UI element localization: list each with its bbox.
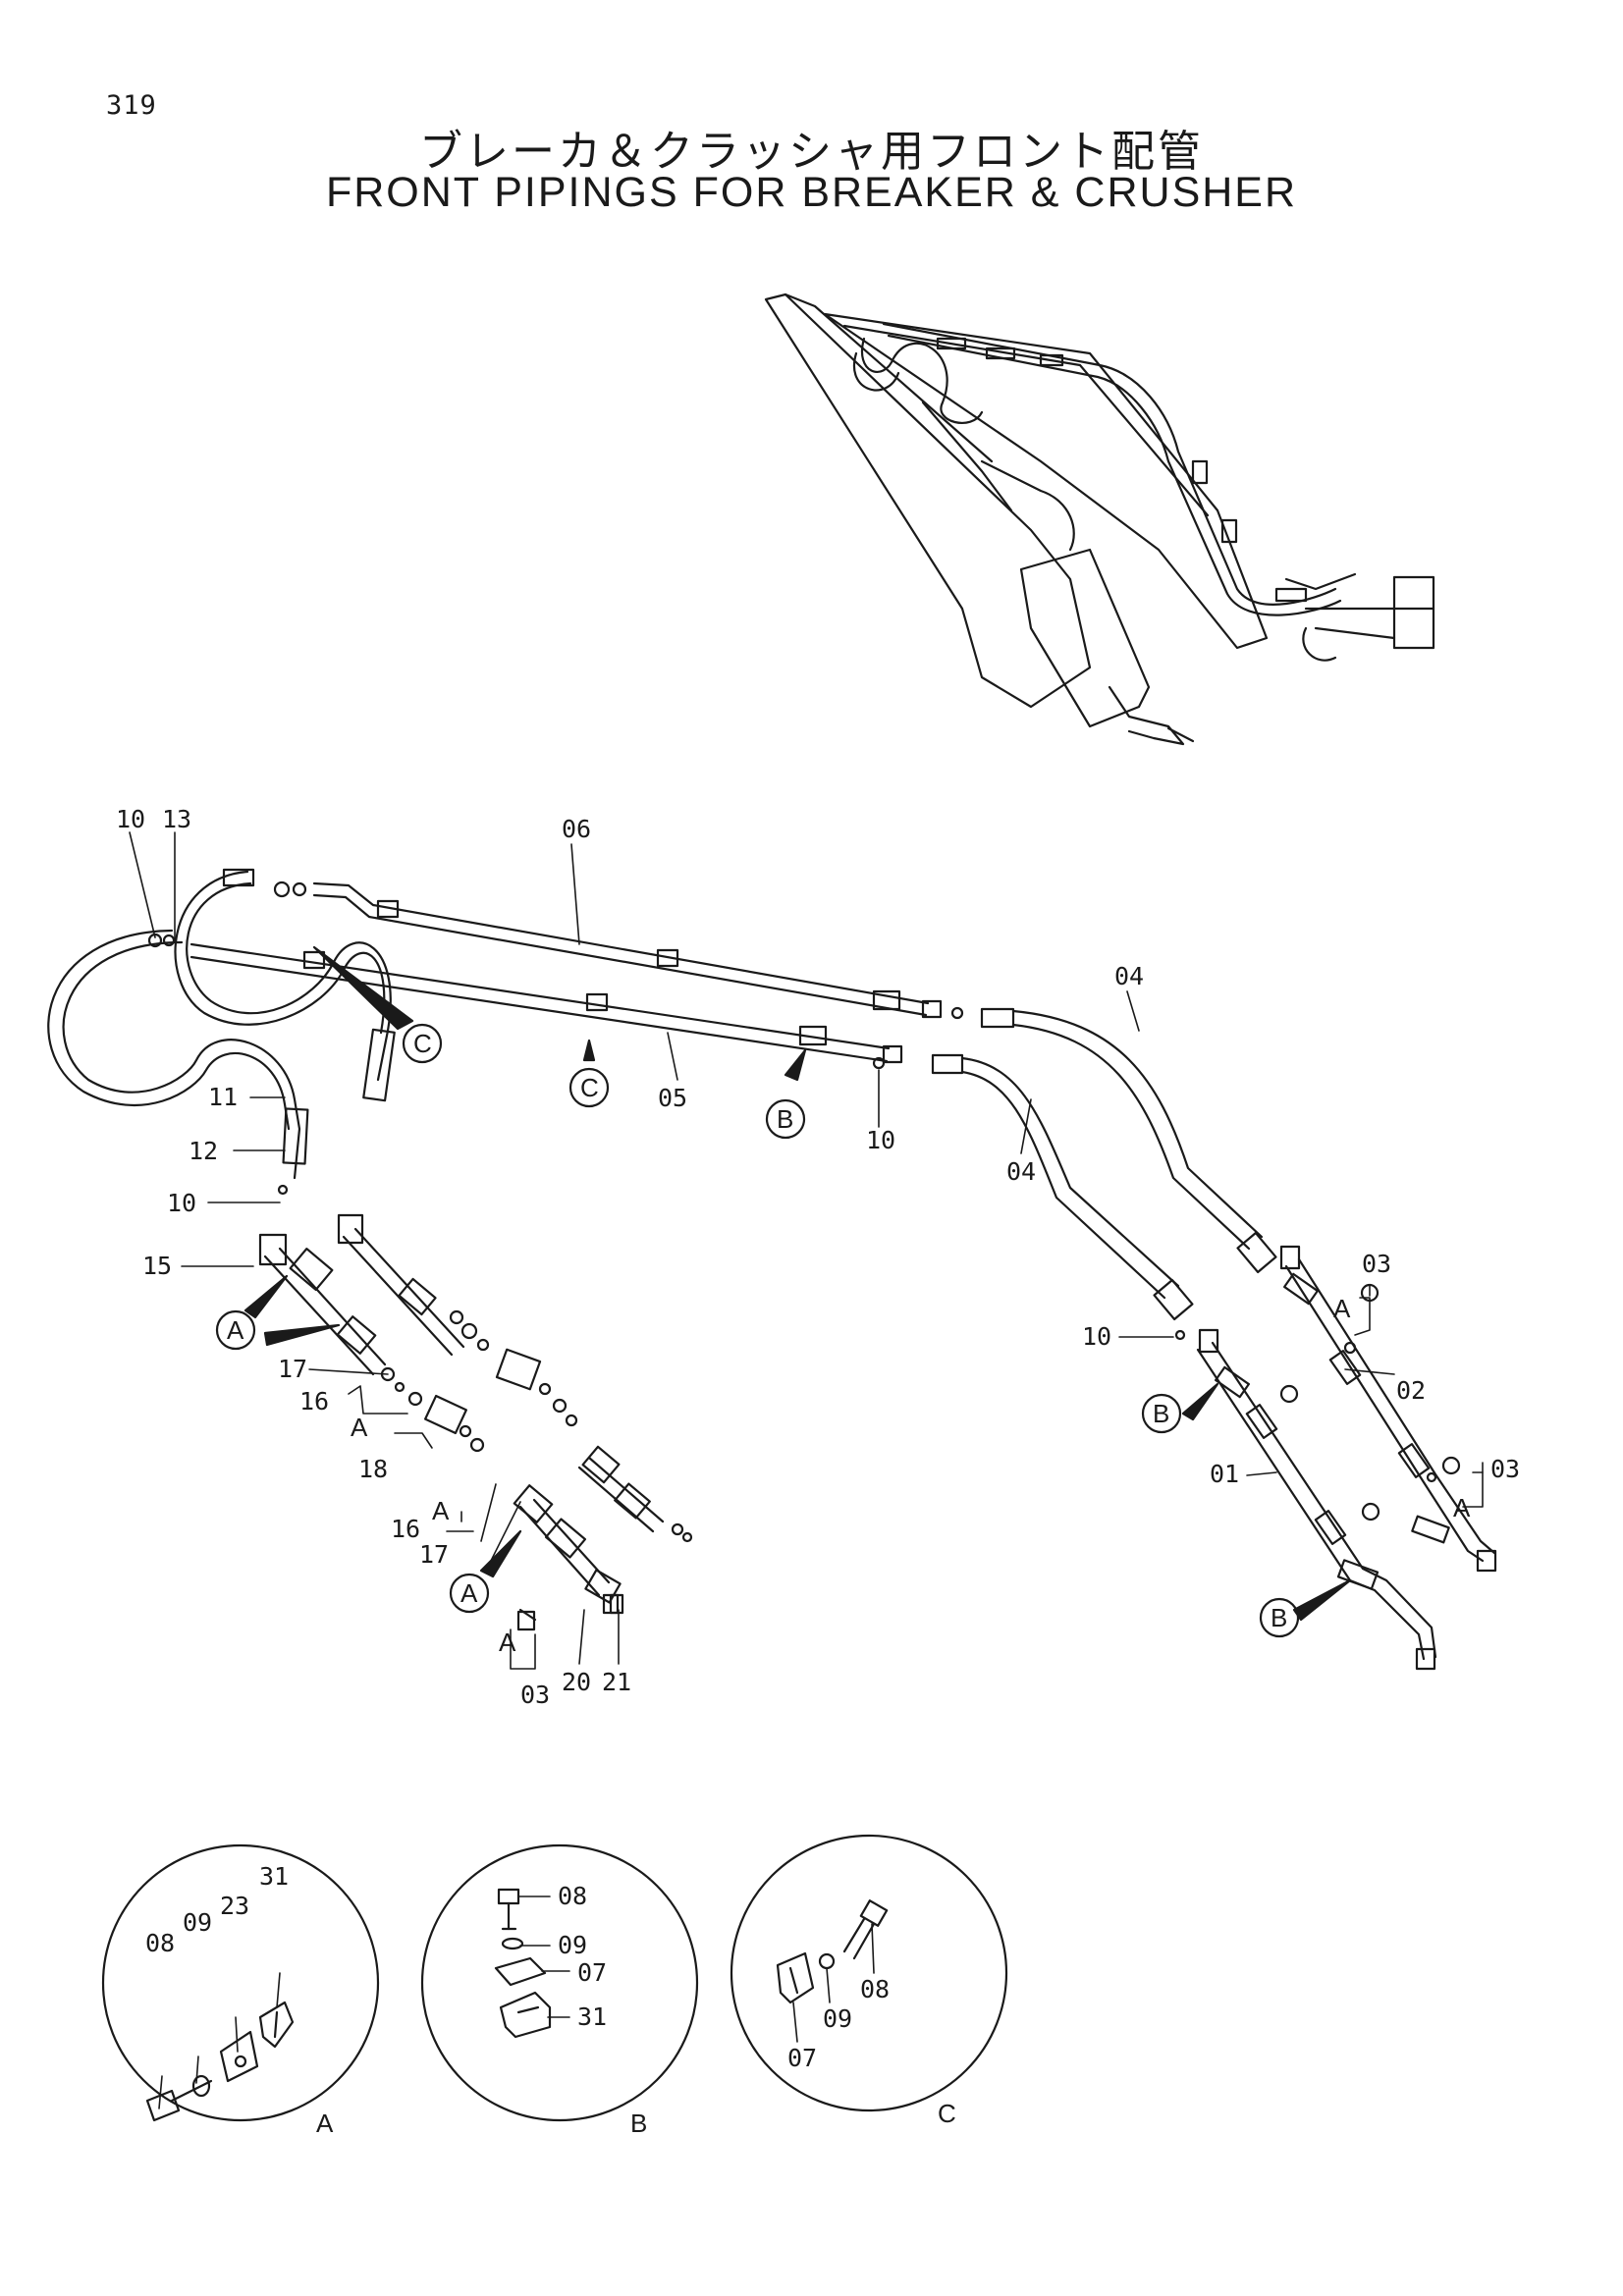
ref-c-circle-1: C <box>413 1029 432 1058</box>
detail-b-31: 31 <box>577 2002 607 2031</box>
callout-15: 15 <box>142 1252 172 1280</box>
excavator-overview-illustration <box>764 293 1435 746</box>
hose-04-upper <box>980 1007 1277 1274</box>
title-english: FRONT PIPINGS FOR BREAKER & CRUSHER <box>325 169 1298 216</box>
callout-17-a: 17 <box>278 1355 307 1383</box>
ref-c-circle-2: C <box>580 1073 599 1102</box>
title-japanese: ブレーカ＆クラッシャ用フロント配管 <box>419 127 1204 177</box>
callout-10-d: 10 <box>1082 1322 1111 1351</box>
detail-a-31: 31 <box>259 1862 289 1891</box>
hose-12 <box>174 868 396 1102</box>
callout-17-b: 17 <box>419 1540 449 1569</box>
page-number: 319 <box>106 90 157 121</box>
callout-11: 11 <box>208 1083 238 1111</box>
callout-16-a: 16 <box>299 1387 329 1415</box>
detail-b-09: 09 <box>558 1931 587 1959</box>
lower-left-pipe-assembly <box>258 1213 693 1631</box>
ref-a-03c: A <box>1453 1493 1471 1522</box>
callout-06: 06 <box>562 815 591 843</box>
ref-a-circle-2: A <box>460 1578 478 1608</box>
reference-arrows <box>243 945 1352 1622</box>
detail-circle-b <box>420 1843 699 2122</box>
callout-16-b: 16 <box>391 1515 420 1543</box>
pipe-06 <box>312 881 943 1019</box>
detail-circle-c <box>730 1834 1008 2112</box>
callout-18: 18 <box>358 1455 388 1483</box>
ref-b-circle-1: B <box>777 1104 793 1134</box>
leader-lines <box>129 831 1484 1670</box>
detail-c-07: 07 <box>787 2044 817 2072</box>
ref-a-16b: A <box>432 1496 450 1525</box>
pipe-02 <box>1279 1245 1497 1573</box>
callout-01: 01 <box>1210 1460 1239 1488</box>
detail-b-08: 08 <box>558 1882 587 1910</box>
callout-02: 02 <box>1396 1376 1426 1405</box>
hose-11 <box>47 929 309 1180</box>
detail-leaders <box>158 1896 875 2109</box>
ref-b-circle-3: B <box>1271 1603 1287 1632</box>
callout-03-c: 03 <box>1490 1455 1520 1483</box>
ref-a-03b: A <box>1333 1294 1351 1323</box>
ref-a-03: A <box>499 1628 516 1657</box>
callout-21: 21 <box>602 1668 631 1696</box>
detail-b-07: 07 <box>577 1958 607 1987</box>
callout-10: 10 <box>116 805 145 833</box>
callout-10-c: 10 <box>167 1189 196 1217</box>
callout-04-upper: 04 <box>1114 962 1144 990</box>
pipe-05 <box>189 942 903 1064</box>
detail-c-letter: C <box>938 2099 956 2128</box>
detail-a-09: 09 <box>183 1908 212 1937</box>
pipe-01 <box>1196 1328 1437 1671</box>
detail-a-letter: A <box>316 2109 334 2138</box>
detail-a-08: 08 <box>145 1929 175 1957</box>
detail-circle-a <box>101 1843 380 2122</box>
callout-03-b: 03 <box>1362 1250 1391 1278</box>
reference-circles <box>215 1023 1300 1638</box>
callout-04-lower: 04 <box>1006 1157 1036 1186</box>
ref-a-16: A <box>351 1413 368 1442</box>
detail-c-08: 08 <box>860 1975 890 2003</box>
callout-12: 12 <box>189 1137 218 1165</box>
ref-b-circle-2: B <box>1153 1399 1169 1428</box>
ref-a-circle-1: A <box>227 1315 244 1345</box>
callout-10-b: 10 <box>866 1126 895 1154</box>
detail-c-09: 09 <box>823 2004 852 2033</box>
callout-20: 20 <box>562 1668 591 1696</box>
detail-a-23: 23 <box>220 1892 249 1920</box>
callout-05: 05 <box>658 1084 687 1112</box>
detail-b-letter: B <box>630 2109 647 2138</box>
callout-03-a: 03 <box>520 1681 550 1709</box>
callout-13: 13 <box>162 805 191 833</box>
